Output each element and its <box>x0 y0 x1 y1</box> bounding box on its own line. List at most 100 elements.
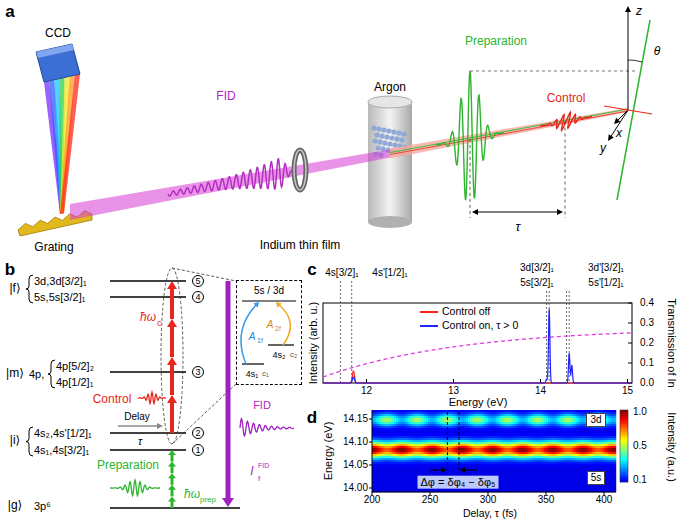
heatmap <box>386 434 388 436</box>
heatmap <box>440 440 442 442</box>
heatmap <box>446 472 448 474</box>
heatmap <box>410 472 412 474</box>
heatmap <box>412 416 414 418</box>
heatmap <box>406 462 408 464</box>
heatmap <box>460 428 462 430</box>
heatmap <box>436 432 438 434</box>
heatmap <box>394 432 396 434</box>
heatmap <box>432 444 434 446</box>
heatmap <box>376 424 378 426</box>
heatmap <box>382 412 384 414</box>
heatmap <box>422 470 424 472</box>
heatmap <box>382 430 384 432</box>
heatmap <box>380 486 382 488</box>
heatmap <box>444 466 446 468</box>
heatmap <box>388 412 390 414</box>
heatmap <box>400 420 402 422</box>
heatmap <box>418 422 420 424</box>
heatmap <box>398 458 400 460</box>
heatmap <box>438 466 440 468</box>
heatmap <box>424 448 426 450</box>
heatmap <box>380 462 382 464</box>
heatmap <box>434 438 436 440</box>
heatmap <box>396 478 398 480</box>
heatmap <box>394 420 396 422</box>
heatmap <box>428 464 430 466</box>
heatmap <box>440 432 442 434</box>
heatmap <box>390 474 392 476</box>
heatmap <box>400 462 402 464</box>
heatmap <box>424 488 426 490</box>
heatmap <box>388 446 390 448</box>
heatmap <box>462 418 464 420</box>
heatmap <box>396 466 398 468</box>
heatmap <box>446 470 448 472</box>
heatmap <box>400 448 402 450</box>
heatmap <box>440 462 442 464</box>
heatmap <box>410 430 412 432</box>
heatmap <box>412 412 414 414</box>
transmission-curve <box>323 333 632 377</box>
heatmap <box>410 450 412 452</box>
heatmap <box>408 466 410 468</box>
heatmap <box>440 416 442 418</box>
heatmap <box>378 454 380 456</box>
heatmap <box>376 414 378 416</box>
heatmap <box>390 438 392 440</box>
heatmap <box>380 444 382 446</box>
heatmap <box>402 412 404 414</box>
heatmap <box>450 436 452 438</box>
heatmap <box>402 488 404 490</box>
heatmap <box>460 430 462 432</box>
heatmap <box>384 414 386 416</box>
heatmap <box>402 432 404 434</box>
heatmap <box>398 414 400 416</box>
heatmap <box>430 414 432 416</box>
heatmap <box>436 422 438 424</box>
heatmap <box>380 458 382 460</box>
heatmap <box>438 462 440 464</box>
heatmap <box>404 444 406 446</box>
heatmap <box>420 426 422 428</box>
heatmap <box>424 460 426 462</box>
heatmap <box>414 434 416 436</box>
heatmap <box>390 436 392 438</box>
heatmap <box>416 430 418 432</box>
heatmap <box>430 410 432 412</box>
heatmap <box>406 442 408 444</box>
heatmap <box>410 438 412 440</box>
heatmap <box>374 446 376 448</box>
heatmap <box>424 414 426 416</box>
heatmap <box>428 428 430 430</box>
heatmap <box>452 440 454 442</box>
heatmap <box>450 410 452 412</box>
heatmap <box>392 460 394 462</box>
heatmap <box>408 412 410 414</box>
heatmap <box>390 434 392 436</box>
heatmap <box>438 472 440 474</box>
heatmap <box>464 426 466 428</box>
heatmap <box>416 468 418 470</box>
heatmap <box>398 478 400 480</box>
heatmap <box>416 438 418 440</box>
heatmap <box>452 448 454 450</box>
heatmap <box>444 424 446 426</box>
heatmap <box>396 418 398 420</box>
heatmap <box>452 458 454 460</box>
heatmap <box>412 454 414 456</box>
heatmap <box>416 440 418 442</box>
heatmap <box>384 464 386 466</box>
heatmap <box>448 438 450 440</box>
heatmap <box>410 444 412 446</box>
heatmap <box>396 468 398 470</box>
heatmap <box>398 466 400 468</box>
heatmap <box>390 466 392 468</box>
heatmap <box>392 426 394 428</box>
heatmap <box>454 488 456 490</box>
heatmap <box>428 430 430 432</box>
argon-cell <box>381 127 386 132</box>
heatmap <box>382 488 384 490</box>
heatmap <box>398 410 400 412</box>
heatmap <box>396 444 398 446</box>
heatmap <box>398 454 400 456</box>
